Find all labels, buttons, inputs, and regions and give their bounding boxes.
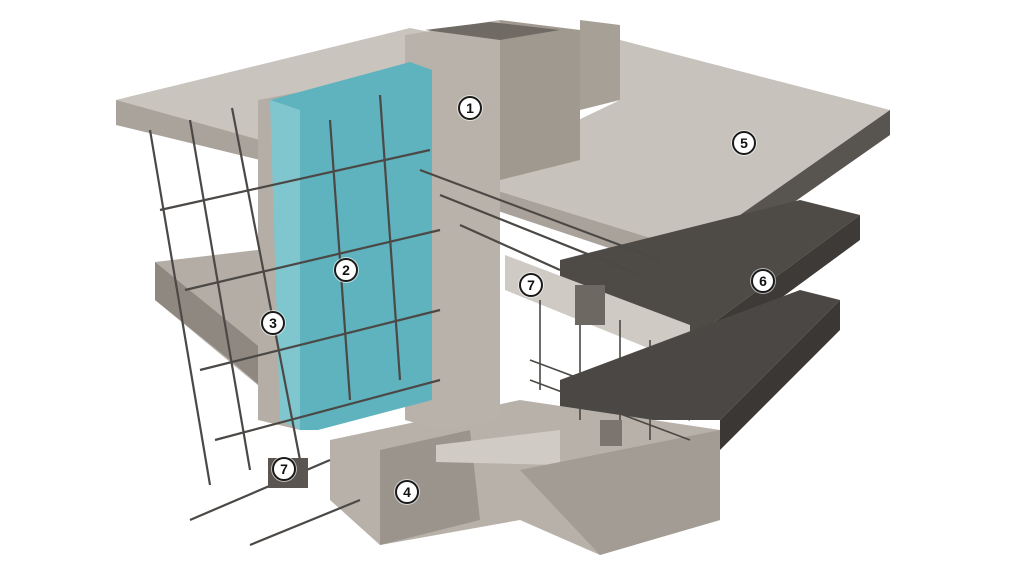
callout-label: 7 — [280, 461, 288, 477]
callout-5-slab: 5 — [732, 131, 756, 155]
rebar-cage — [529, 300, 691, 441]
callout-7-anchor-lower: 7 — [272, 457, 296, 481]
callout-4-foundation: 4 — [395, 480, 419, 504]
callout-6-slab: 6 — [751, 269, 775, 293]
callout-label: 3 — [269, 315, 277, 331]
callout-1-column: 1 — [458, 96, 482, 120]
callout-label: 7 — [527, 277, 535, 293]
anchor-bracket-7 — [575, 285, 605, 325]
rebar-mesh-3 — [148, 94, 661, 547]
insulation-board-2 — [270, 62, 432, 430]
callout-label: 5 — [740, 135, 748, 151]
callout-3-rebar-mesh: 3 — [261, 311, 285, 335]
callout-label: 6 — [759, 273, 767, 289]
lower-right-slab — [560, 290, 840, 450]
callout-label: 4 — [403, 484, 411, 500]
anchor-plate — [600, 420, 622, 446]
callout-label: 1 — [466, 100, 474, 116]
callout-7-anchor-upper: 7 — [519, 273, 543, 297]
ground-beam — [330, 400, 720, 555]
callout-label: 2 — [342, 262, 350, 278]
callout-2-insulation: 2 — [334, 258, 358, 282]
